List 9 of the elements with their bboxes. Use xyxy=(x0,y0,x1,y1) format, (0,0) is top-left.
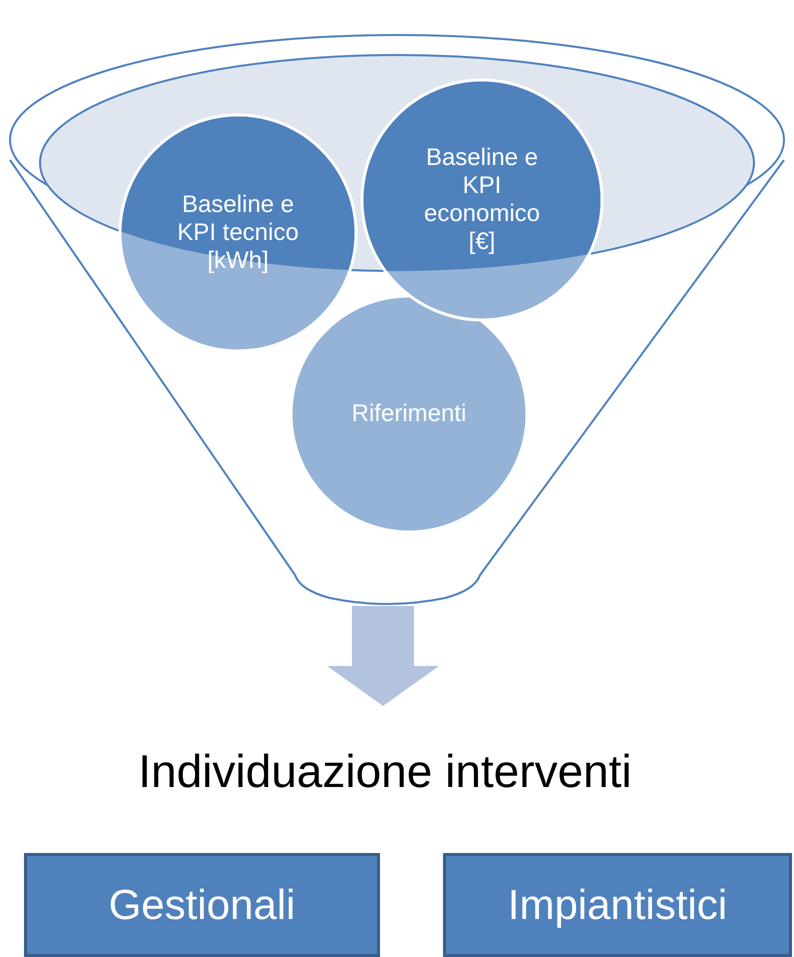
circle-label: Riferimenti xyxy=(350,400,468,428)
heading-text: Individuazione interventi xyxy=(60,706,710,836)
category-box: Gestionali xyxy=(24,853,380,957)
circle-node xyxy=(362,80,602,320)
circle-node xyxy=(120,115,356,351)
block-arrow xyxy=(327,606,439,706)
circle-label: Baseline e KPI economico [€] xyxy=(422,144,542,256)
category-box: Impiantistici xyxy=(443,853,792,957)
circle-node xyxy=(291,296,527,532)
